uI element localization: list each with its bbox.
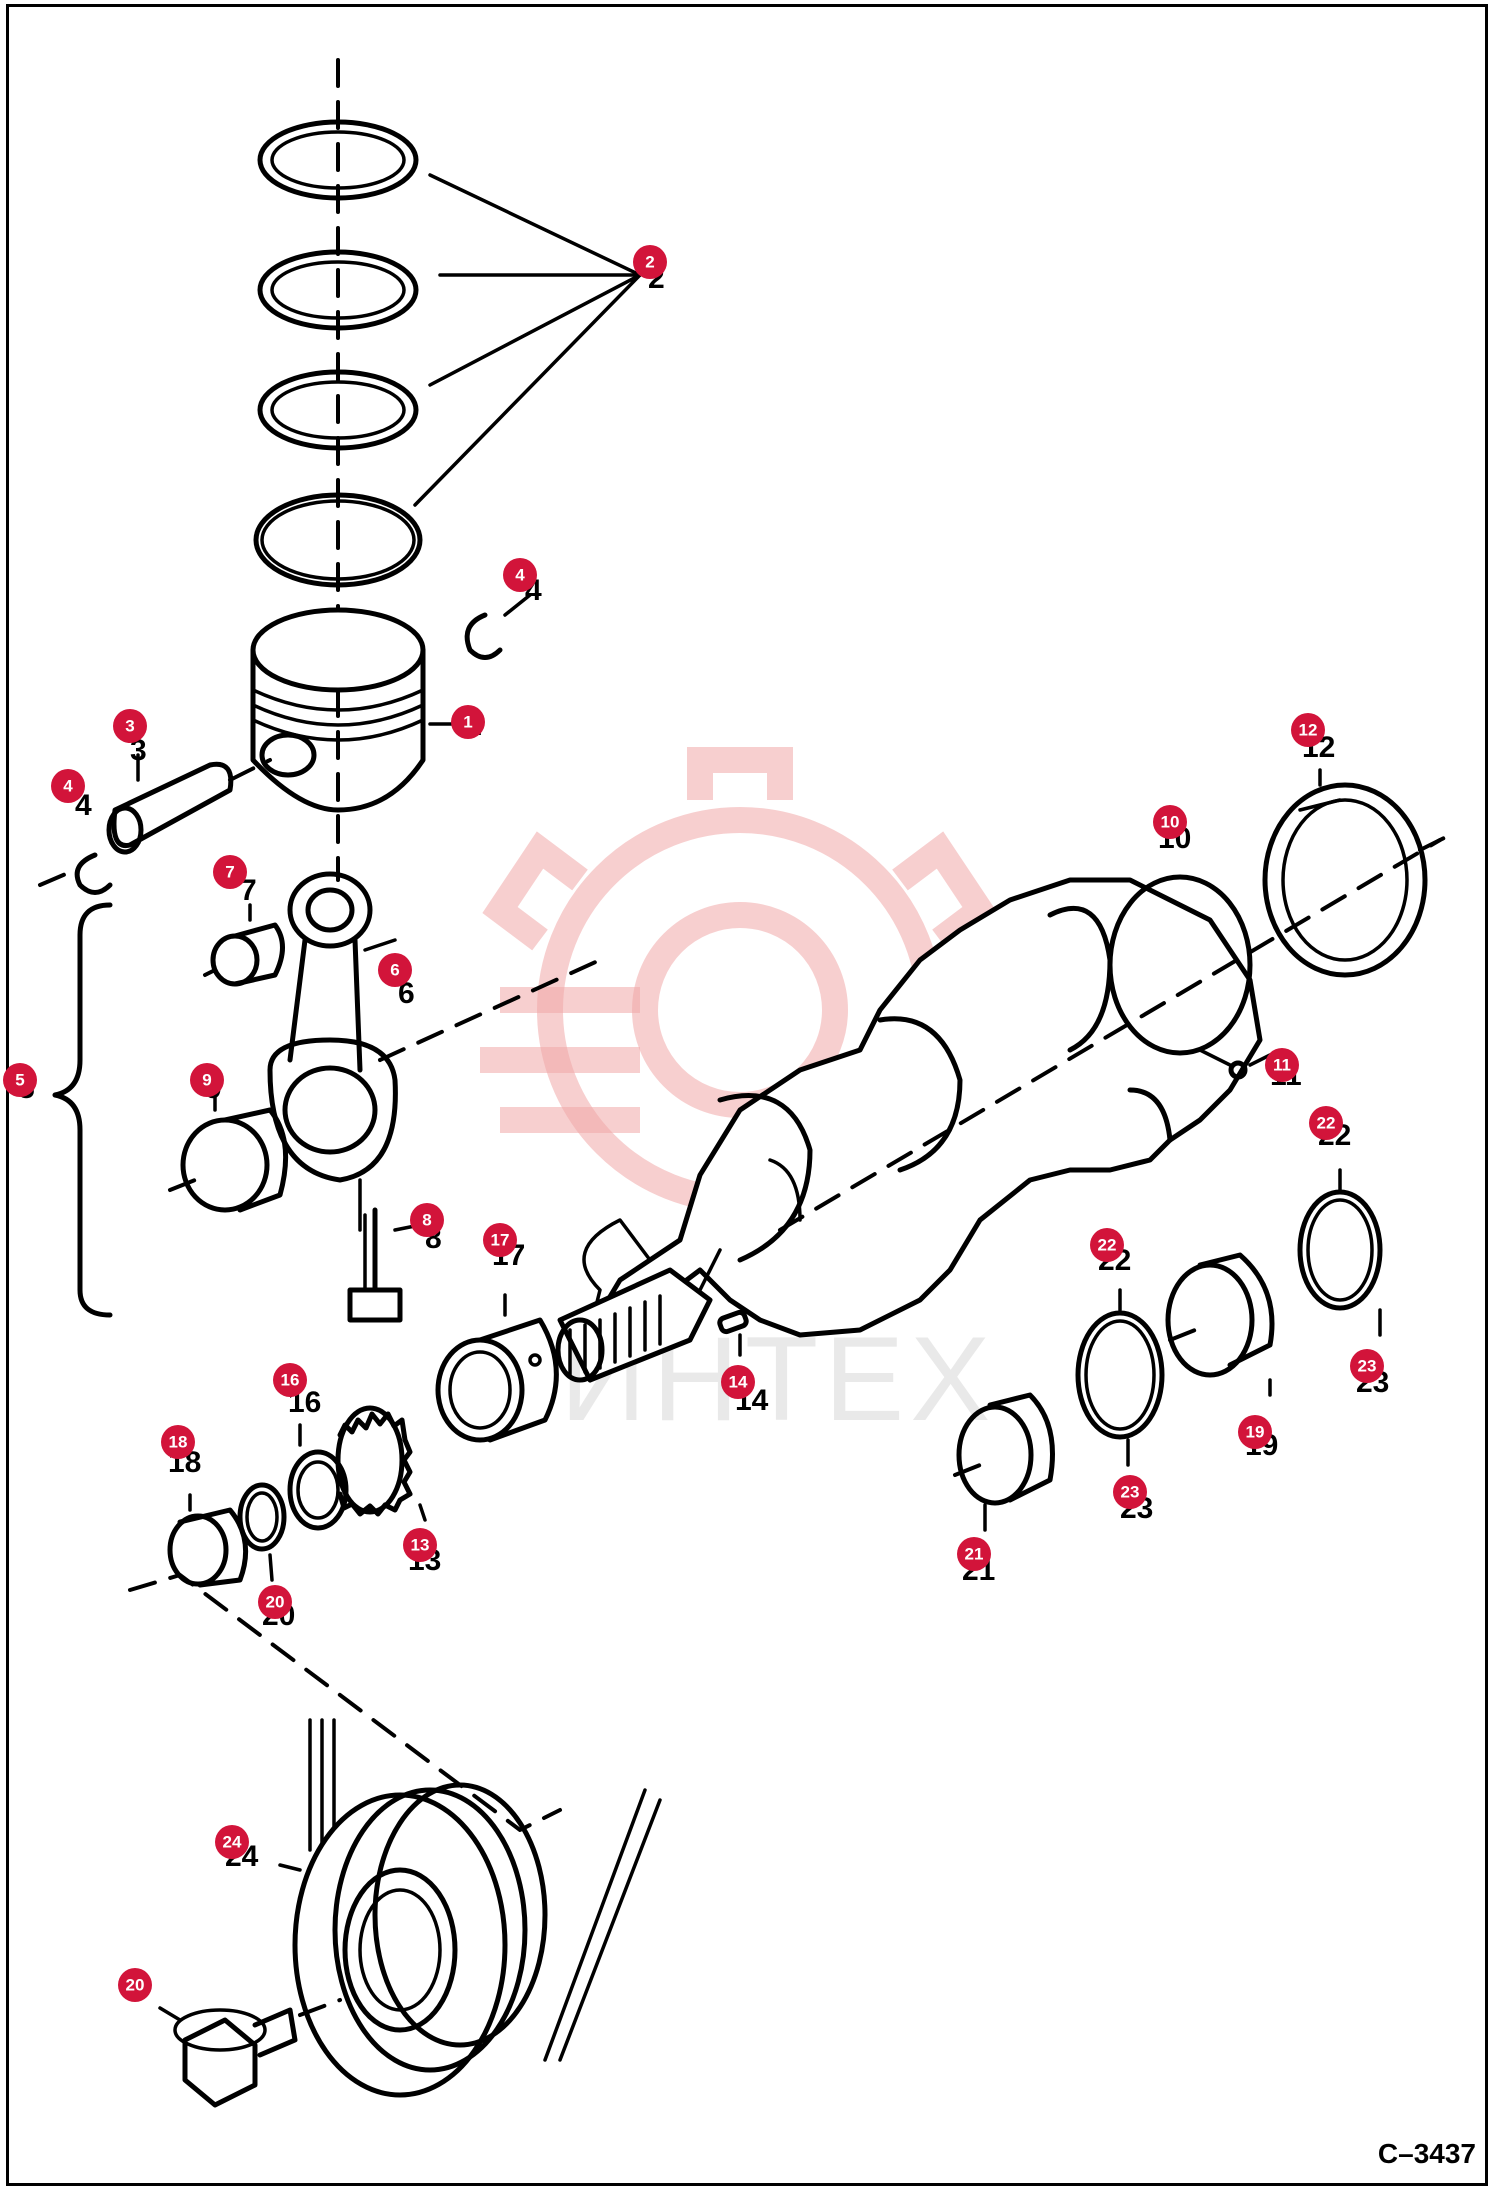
callout-23-right[interactable]: 23 [1350,1349,1384,1383]
svg-text:14: 14 [729,1373,748,1392]
key [717,1309,749,1335]
callout-1[interactable]: 1 [451,705,485,739]
svg-text:7: 7 [225,863,234,882]
callout-24[interactable]: 24 [215,1825,249,1859]
svg-text:19: 19 [1246,1423,1265,1442]
callout-13[interactable]: 13 [403,1528,437,1562]
svg-text:12: 12 [1299,721,1318,740]
main-bearing-19 [1165,1252,1275,1397]
printed-number-7: 7 [240,874,257,907]
svg-text:22: 22 [1317,1114,1336,1133]
svg-text:16: 16 [281,1371,300,1390]
callout-11[interactable]: 11 [1265,1048,1299,1082]
circlip-left [74,852,113,895]
svg-text:22: 22 [1098,1236,1117,1255]
thrust-washer-right [1297,1168,1383,1337]
svg-text:20: 20 [266,1593,285,1612]
circlip-right [464,612,503,660]
callout-6[interactable]: 6 [378,953,412,987]
callout-7[interactable]: 7 [213,855,247,889]
main-bearing-12 [1262,768,1452,978]
callout-5[interactable]: 5 [3,1063,37,1097]
diagram-frame [6,4,1488,2186]
svg-text:8: 8 [422,1211,431,1230]
sleeve [167,1493,249,1588]
piston-pin [106,753,272,855]
svg-text:13: 13 [411,1536,430,1555]
callout-2[interactable]: 2 [633,245,667,279]
callout-20[interactable]: 20 [118,1968,152,2002]
exploded-view-drawing [38,58,1452,2108]
svg-text:1: 1 [463,713,472,732]
svg-text:6: 6 [390,961,399,980]
callout-22-left[interactable]: 22 [1090,1228,1124,1262]
callout-3[interactable]: 3 [113,709,147,743]
plug [1228,1060,1248,1080]
svg-text:17: 17 [491,1231,510,1250]
assembly-bracket [52,902,113,1318]
svg-text:4: 4 [515,566,525,585]
bearing-case [435,1293,559,1443]
callout-9[interactable]: 9 [190,1063,224,1097]
callout-21[interactable]: 21 [957,1537,991,1571]
pulley-bolt [158,1998,342,2108]
callout-10[interactable]: 10 [1153,805,1187,839]
callout-16[interactable]: 16 [273,1363,307,1397]
svg-text:18: 18 [169,1433,188,1452]
svg-text:23: 23 [1121,1483,1140,1502]
callouts: 2 4 1 3 4 7 6 9 5 8 17 12 10 11 22 22 23… [3,245,1384,2002]
svg-text:11: 11 [1273,1056,1291,1075]
callout-17[interactable]: 18 [161,1425,195,1459]
svg-text:4: 4 [63,777,73,796]
crank-nose-spline [555,1248,722,1383]
thrust-bearing [953,1392,1055,1532]
piston-rings [253,119,642,588]
small-end-bushing [203,903,285,987]
callout-4-right[interactable]: 4 [503,558,537,592]
callout-14[interactable]: 14 [721,1365,755,1399]
callout-18[interactable]: 20 [258,1585,292,1619]
svg-text:5: 5 [15,1071,24,1090]
drawing-code: C–3437 [1377,2138,1476,2169]
svg-text:10: 10 [1161,813,1180,832]
svg-text:24: 24 [223,1833,242,1852]
svg-text:9: 9 [202,1071,211,1090]
crankshaft [582,838,1442,1338]
callout-23-left[interactable]: 23 [1113,1475,1147,1509]
crankshaft-gear [335,1405,427,1522]
o-ring [237,1482,287,1582]
thrust-washer-left [1075,1288,1165,1467]
callout-8[interactable]: 8 [410,1203,444,1237]
svg-text:3: 3 [125,717,134,736]
callout-22-right[interactable]: 22 [1309,1106,1343,1140]
svg-text:2: 2 [645,253,654,272]
callout-19[interactable]: 19 [1238,1415,1272,1449]
svg-text:23: 23 [1358,1357,1377,1376]
callout-12[interactable]: 12 [1291,713,1325,747]
callout-20-label: 20 [126,1976,145,1995]
callout-15[interactable]: 17 [483,1223,517,1257]
crankshaft-pulley [278,1718,662,2098]
piston [250,607,462,813]
rod-bearing [168,1093,289,1213]
collar [287,1423,349,1531]
svg-text:21: 21 [965,1545,984,1564]
callout-4-left[interactable]: 4 [51,769,85,803]
connecting-rod [267,871,602,1232]
